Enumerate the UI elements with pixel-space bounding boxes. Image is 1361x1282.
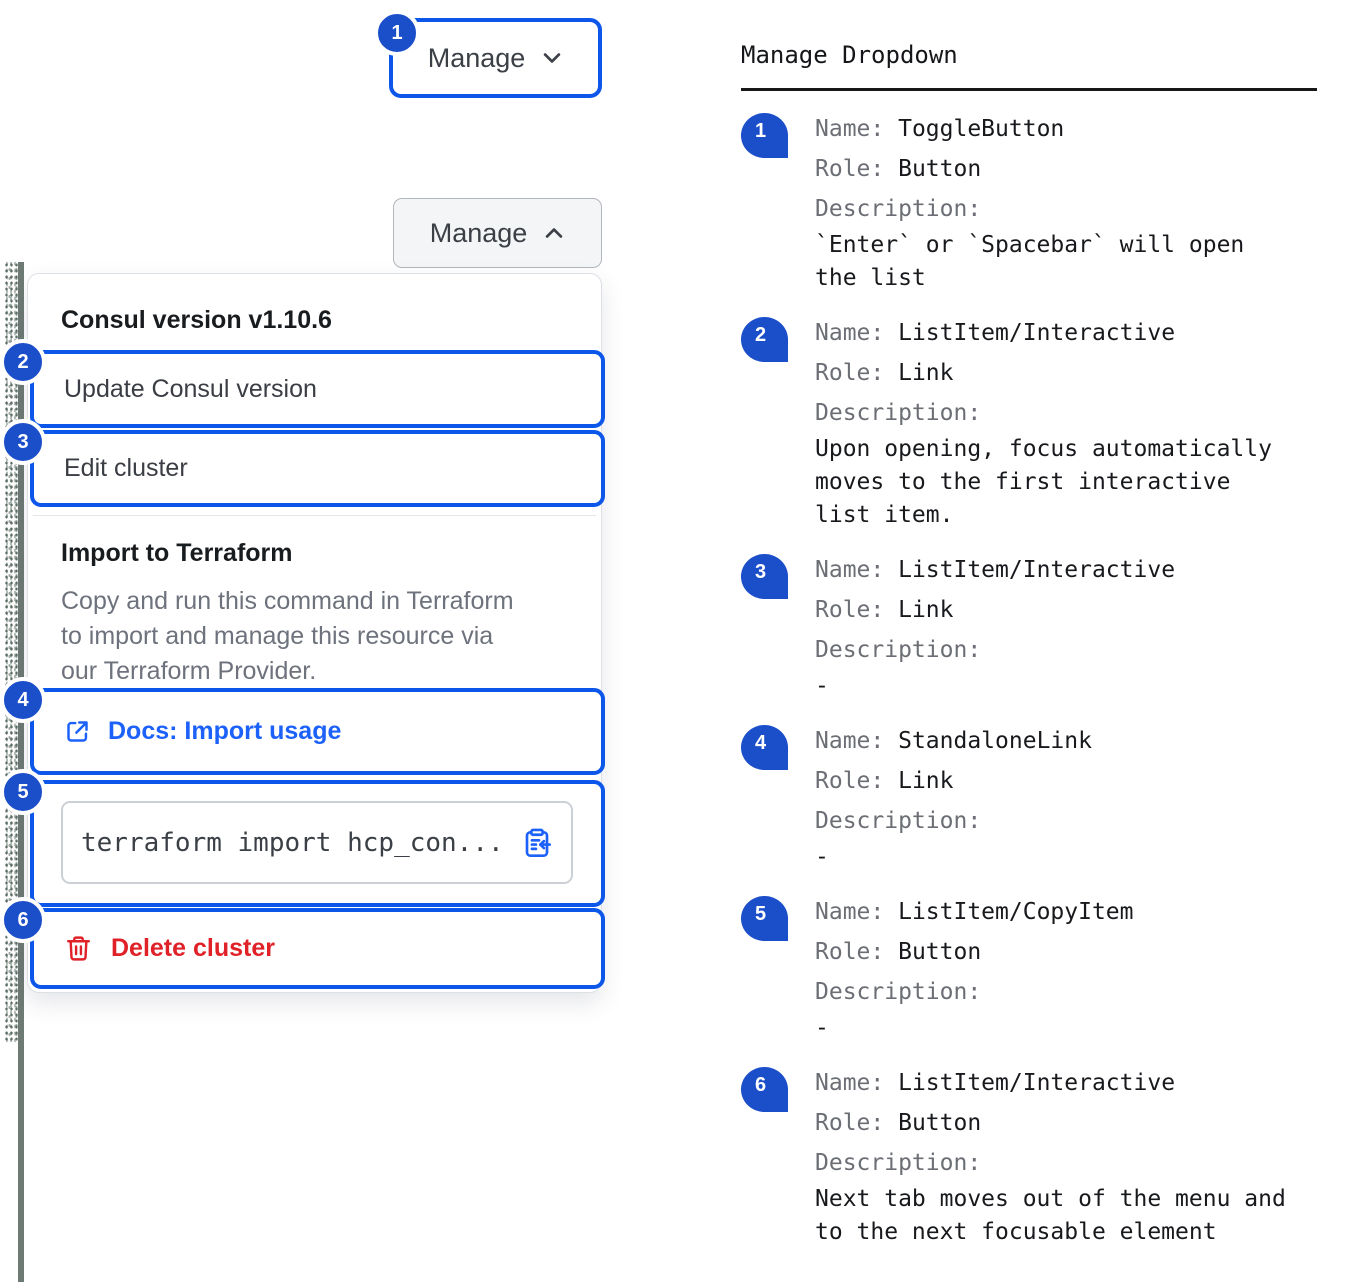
- legend-item: 4 Name: StandaloneLink Role: Link Descri…: [741, 721, 1327, 874]
- legend-description-label: Description:: [815, 1150, 982, 1176]
- legend-item: 3 Name: ListItem/Interactive Role: Link …: [741, 550, 1327, 703]
- legend-item-badge: 2: [741, 317, 788, 362]
- legend-description-body: Upon opening, focus automatically moves …: [815, 436, 1272, 528]
- external-link-icon: [67, 721, 88, 742]
- annotation-badge-6: 6: [0, 897, 46, 943]
- chevron-up-icon: [546, 228, 563, 238]
- legend-item-text: Name: ToggleButton Role: Button Descript…: [815, 109, 1327, 295]
- menu-item-update-consul-version[interactable]: Update Consul version: [30, 350, 605, 428]
- legend-description-body: -: [815, 673, 829, 699]
- docs-import-usage-link[interactable]: Docs: Import usage: [64, 717, 341, 746]
- legend-item-badge: 1: [741, 113, 788, 158]
- trash-icon: [67, 936, 90, 961]
- badge-number: 1: [391, 21, 403, 44]
- legend-role-line: Role: Button: [815, 939, 982, 965]
- manage-button-label: Manage: [429, 217, 528, 248]
- chevron-down-icon: [544, 53, 561, 63]
- import-section-description: Copy and run this command in Terraform t…: [61, 587, 514, 685]
- terraform-command-copy-field[interactable]: terraform import hcp_con...: [61, 801, 573, 884]
- legend-item-badge: 6: [741, 1067, 788, 1112]
- legend-badge-column: 2: [741, 313, 815, 532]
- terraform-command-text: terraform import hcp_con...: [81, 827, 504, 858]
- badge-number: 4: [17, 688, 29, 711]
- legend-description-body: -: [815, 1015, 829, 1041]
- legend-badge-column: 1: [741, 109, 815, 295]
- legend-item-text: Name: StandaloneLink Role: Link Descript…: [815, 721, 1327, 874]
- annotation-badge-4: 4: [0, 677, 46, 723]
- legend-badge-column: 4: [741, 721, 815, 874]
- legend-name-line: Name: ListItem/Interactive: [815, 557, 1176, 583]
- annotation-badge-1: 1: [374, 10, 420, 56]
- legend-divider: [741, 88, 1317, 91]
- menu-item-delete-cluster[interactable]: Delete cluster: [30, 908, 605, 989]
- legend-description-label: Description:: [815, 196, 982, 222]
- legend-item: 1 Name: ToggleButton Role: Button Descri…: [741, 109, 1327, 295]
- legend-item-text: Name: ListItem/Interactive Role: Button …: [815, 1063, 1327, 1249]
- legend-role-line: Role: Link: [815, 360, 954, 386]
- import-section-title: Import to Terraform: [61, 539, 293, 567]
- legend-name-line: Name: ListItem/Interactive: [815, 1070, 1176, 1096]
- legend-name-line: Name: ListItem/Interactive: [815, 320, 1176, 346]
- legend-title: Manage Dropdown: [741, 41, 958, 69]
- legend-badge-column: 3: [741, 550, 815, 703]
- annotation-badge-3: 3: [0, 419, 46, 465]
- docs-link-label: Docs: Import usage: [108, 717, 342, 745]
- menu-item-label: Update Consul version: [64, 374, 317, 403]
- menu-item-docs-import-usage[interactable]: Docs: Import usage: [30, 688, 605, 775]
- legend-badge-column: 6: [741, 1063, 815, 1249]
- annotation-badge-2: 2: [0, 339, 46, 385]
- annotation-badge-5: 5: [0, 769, 46, 815]
- legend-item-badge: 5: [741, 896, 788, 941]
- legend-badge-column: 5: [741, 892, 815, 1045]
- legend-item-text: Name: ListItem/Interactive Role: Link De…: [815, 550, 1327, 703]
- menu-divider: [33, 515, 596, 516]
- legend-description-label: Description:: [815, 979, 982, 1005]
- menu-item-copy-command[interactable]: terraform import hcp_con...: [30, 780, 605, 907]
- legend-description-body: -: [815, 844, 829, 870]
- legend-description-label: Description:: [815, 637, 982, 663]
- badge-number: 3: [17, 430, 29, 453]
- legend-name-line: Name: StandaloneLink: [815, 728, 1092, 754]
- legend-role-line: Role: Link: [815, 597, 954, 623]
- clipboard-copy-icon[interactable]: [521, 827, 553, 859]
- badge-number: 6: [17, 908, 29, 931]
- legend-name-line: Name: ListItem/CopyItem: [815, 899, 1134, 925]
- legend-description-body: `Enter` or `Spacebar` will open the list: [815, 232, 1245, 291]
- menu-item-label: Edit cluster: [64, 454, 188, 482]
- manage-toggle-button-expanded[interactable]: Manage: [393, 198, 602, 268]
- legend-item: 6 Name: ListItem/Interactive Role: Butto…: [741, 1063, 1327, 1249]
- legend-role-line: Role: Link: [815, 768, 954, 794]
- legend-description-label: Description:: [815, 808, 982, 834]
- legend-item: 2 Name: ListItem/Interactive Role: Link …: [741, 313, 1327, 532]
- legend-item-badge: 4: [741, 725, 788, 770]
- delete-cluster-label: Delete cluster: [111, 934, 275, 962]
- badge-number: 5: [17, 780, 29, 803]
- legend-description-label: Description:: [815, 400, 982, 426]
- legend-item-text: Name: ListItem/Interactive Role: Link De…: [815, 313, 1327, 532]
- legend-name-line: Name: ToggleButton: [815, 116, 1065, 142]
- manage-toggle-button-collapsed[interactable]: Manage: [389, 18, 602, 98]
- badge-number: 2: [17, 350, 29, 373]
- legend-items: 1 Name: ToggleButton Role: Button Descri…: [741, 109, 1327, 1249]
- legend-role-line: Role: Button: [815, 1110, 982, 1136]
- menu-item-edit-cluster[interactable]: Edit cluster: [30, 430, 605, 507]
- legend-item-text: Name: ListItem/CopyItem Role: Button Des…: [815, 892, 1327, 1045]
- legend-panel: Manage Dropdown 1 Name: ToggleButton Rol…: [741, 40, 1327, 1267]
- delete-cluster-action[interactable]: Delete cluster: [64, 934, 275, 963]
- legend-item: 5 Name: ListItem/CopyItem Role: Button D…: [741, 892, 1327, 1045]
- consul-version-label: Consul version v1.10.6: [61, 306, 332, 334]
- legend-role-line: Role: Button: [815, 156, 982, 182]
- legend-item-badge: 3: [741, 554, 788, 599]
- manage-button-label: Manage: [427, 42, 526, 73]
- legend-description-body: Next tab moves out of the menu and to th…: [815, 1186, 1286, 1245]
